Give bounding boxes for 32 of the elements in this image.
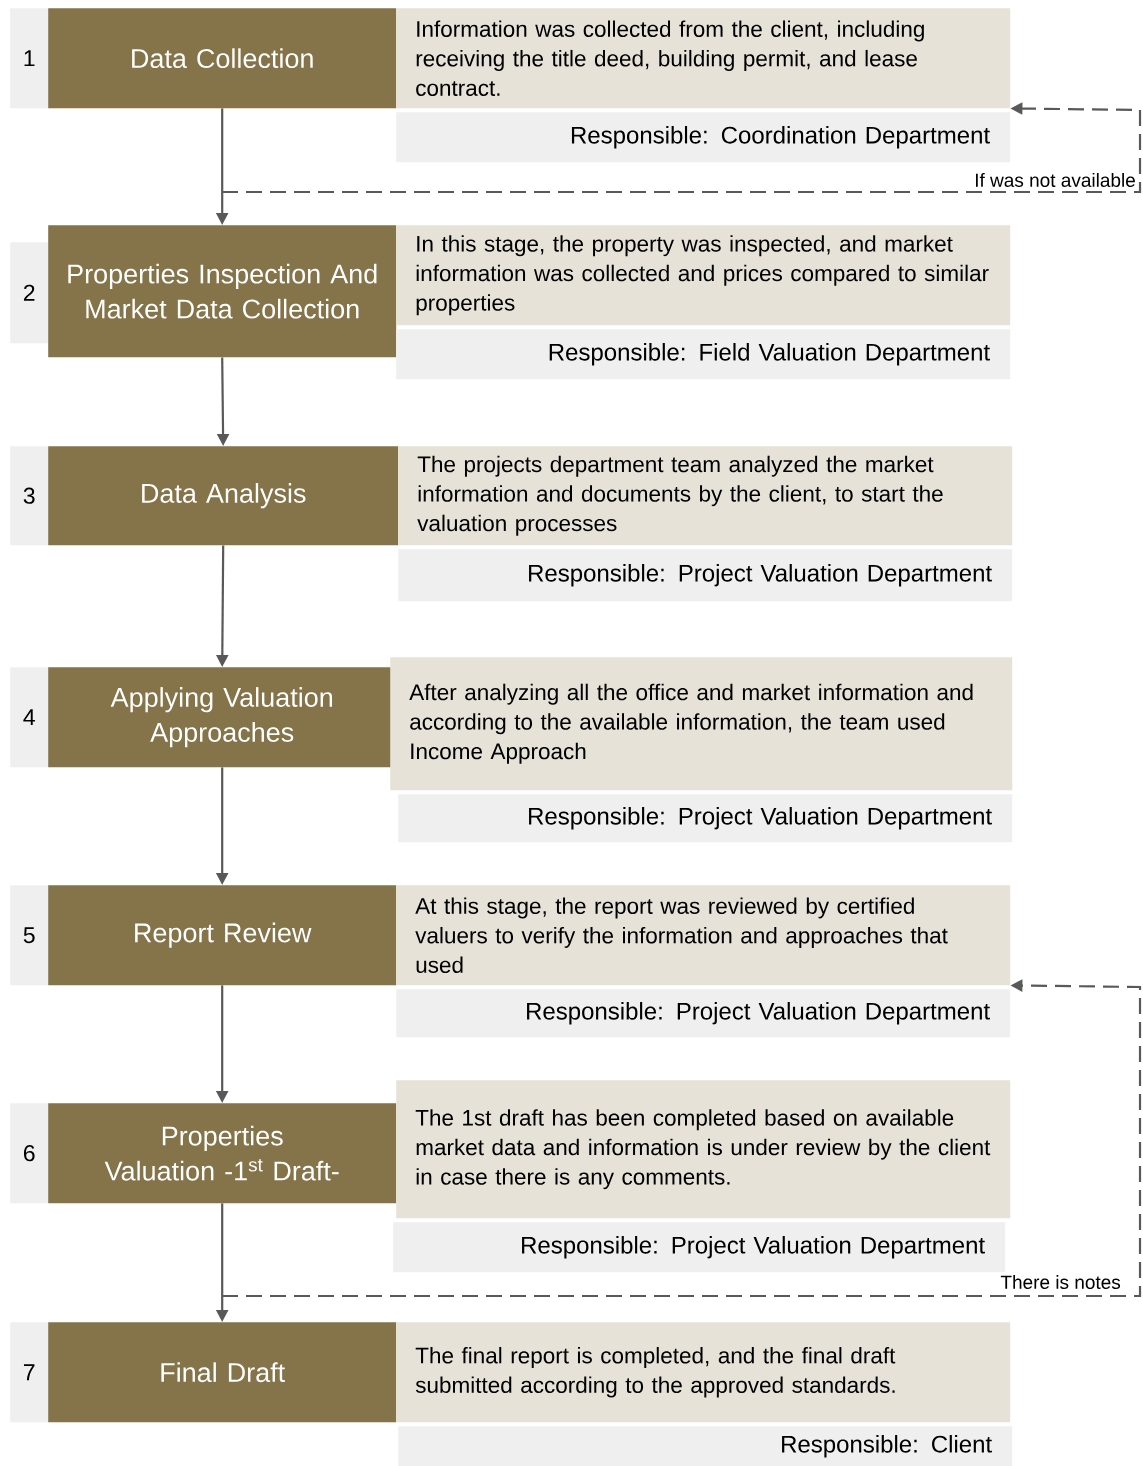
responsible-box: Responsible: Field Valuation Department xyxy=(396,329,1011,380)
description-box: At this stage, the report was reviewed by certified valuers to verify the information and approaches that used xyxy=(396,885,1011,986)
step-title-box: Applying Valuation Approaches xyxy=(48,667,397,768)
dashed-arrow xyxy=(222,102,1142,194)
edge-label: If was not available xyxy=(973,172,1137,188)
number-strip: 4 xyxy=(10,667,49,768)
responsible-box: Responsible: Coordination Department xyxy=(396,112,1011,163)
step-title-box: Data Analysis xyxy=(48,446,399,546)
responsible-box: Responsible: Client xyxy=(398,1426,1013,1466)
description-box: After analyzing all the office and market information and according to the available information, the team used Income Approach xyxy=(390,657,1013,791)
description-box: In this stage, the property was inspected, and market information was collected and prices compared to similar properties xyxy=(396,225,1011,326)
step-title-box: Data Collection xyxy=(48,8,397,109)
description-box: The 1st draft has been completed based on available market data and information is under review by the client in case there is any comments. xyxy=(396,1080,1011,1219)
edge-label: There is notes xyxy=(999,1274,1122,1290)
description-box: The projects department team analyzed the market information and documents by the client, to start the valuation processes xyxy=(398,446,1013,546)
number-strip: 7 xyxy=(10,1322,49,1423)
number-strip: 5 xyxy=(10,885,49,986)
number-strip: 2 xyxy=(10,242,49,344)
description-box: Information was collected from the client, including receiving the title deed, building permit, and lease contract. xyxy=(396,8,1011,109)
number-strip: 3 xyxy=(10,446,49,546)
step-title-box: Properties Inspection And Market Data Collection xyxy=(48,225,397,358)
responsible-box: Responsible: Project Valuation Department xyxy=(393,1222,1006,1273)
responsible-box: Responsible: Project Valuation Department xyxy=(398,794,1013,843)
step-title-box: Final Draft xyxy=(48,1322,397,1423)
description-box: The final report is completed, and the final draft submitted according to the approved standards. xyxy=(396,1322,1011,1423)
responsible-box: Responsible: Project Valuation Department xyxy=(398,549,1013,602)
step-title-box: Properties Valuation -1$^{st}$ Draft- xyxy=(48,1103,397,1204)
dashed-arrow xyxy=(222,979,1142,1298)
step-title-box: Report Review xyxy=(48,885,397,986)
number-strip: 1 xyxy=(10,8,49,109)
responsible-box: Responsible: Project Valuation Department xyxy=(396,989,1011,1038)
number-strip: 6 xyxy=(10,1103,49,1204)
